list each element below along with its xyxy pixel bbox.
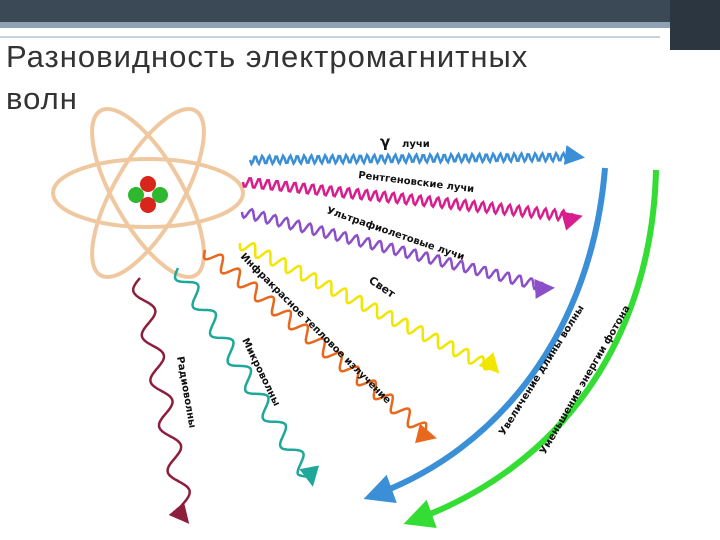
orbit-horizontal bbox=[51, 157, 245, 229]
visible-light-wave bbox=[238, 241, 500, 374]
radio-wave bbox=[131, 277, 191, 524]
slide-title: Разновидность электромагнитных волн bbox=[6, 39, 529, 116]
wavelength-increase-label: Увеличение длины волны bbox=[497, 303, 587, 437]
xray-wave bbox=[241, 176, 583, 231]
header-divider bbox=[0, 36, 660, 38]
nucleus-neutron bbox=[128, 187, 144, 203]
header-bar bbox=[0, 0, 720, 22]
gamma-ray-wave bbox=[248, 145, 585, 167]
atom-icon bbox=[51, 106, 245, 280]
nucleus-proton bbox=[140, 176, 156, 192]
visible-light-label: Свет bbox=[366, 274, 398, 301]
header-corner-block bbox=[670, 0, 720, 50]
gamma-ray-label: лучи bbox=[402, 139, 430, 150]
microwave-label: Микроволны bbox=[239, 336, 281, 408]
header-accent-stripe bbox=[0, 22, 670, 28]
orbit-tilted-left bbox=[90, 106, 206, 280]
wavelength-increase-arrow bbox=[363, 167, 608, 503]
ultraviolet-wave bbox=[240, 207, 555, 299]
radio-wave-label: Радиоволны bbox=[174, 356, 197, 429]
gamma-symbol: γ bbox=[380, 133, 390, 151]
nucleus-neutron bbox=[152, 187, 168, 203]
orbit-tilted-right bbox=[90, 106, 206, 280]
photon-energy-decrease-label: Уменьшение энергии фотона bbox=[537, 303, 632, 456]
photon-energy-decrease-arrow bbox=[403, 169, 659, 529]
infrared-wave bbox=[202, 249, 437, 444]
microwave-wave bbox=[173, 267, 320, 487]
nucleus-proton bbox=[140, 197, 156, 213]
